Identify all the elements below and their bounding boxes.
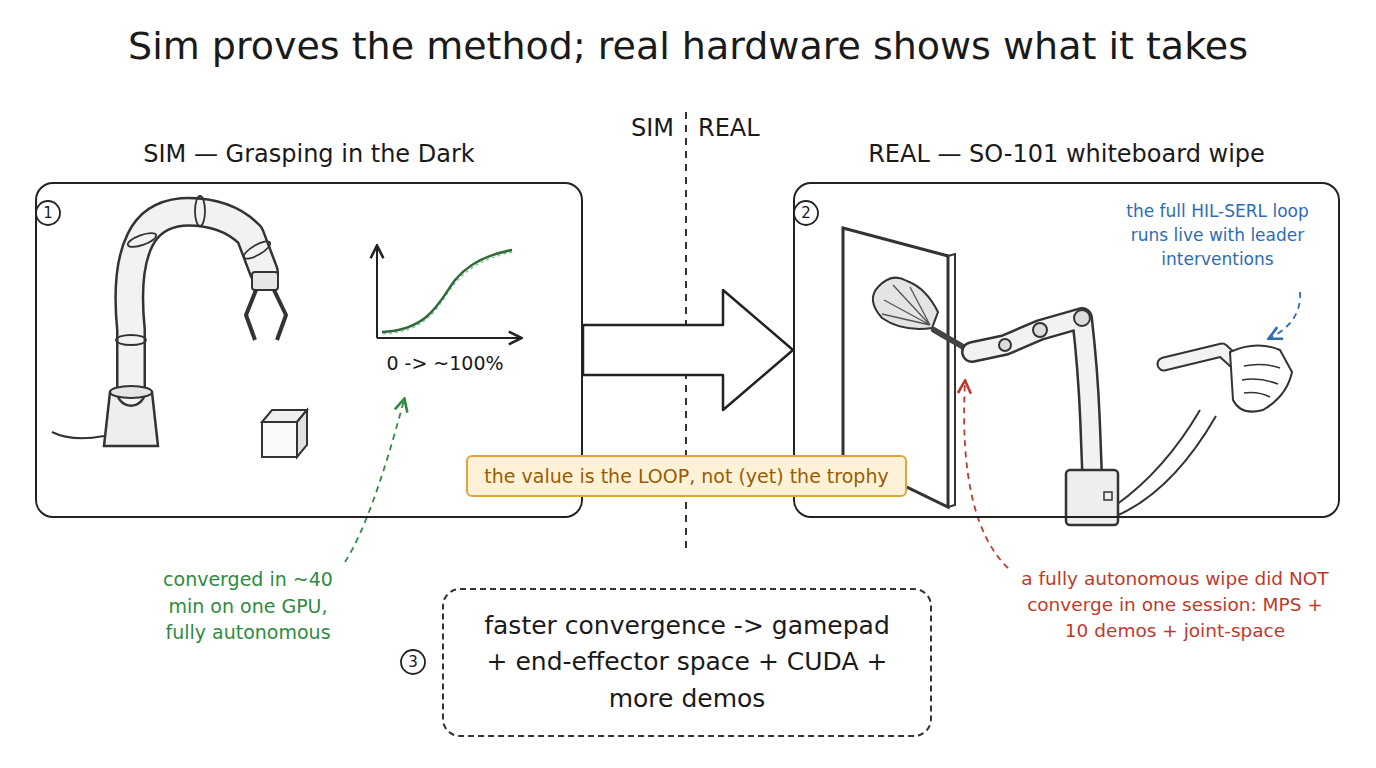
arm-joint [116, 335, 146, 345]
callout-number: 3 [401, 650, 425, 674]
leader-line [345, 400, 404, 562]
arm-link-outline [972, 318, 1092, 472]
box-text: the value is the LOOP, not (yet) the tro… [484, 465, 888, 487]
arm-joint [1033, 323, 1047, 337]
arm-joint [1074, 310, 1090, 326]
duster-feathers [882, 285, 930, 325]
leader-line [1270, 292, 1300, 338]
arm-link [972, 318, 1092, 472]
cube-face [297, 410, 307, 457]
gripper-finger [274, 290, 286, 340]
duster [873, 278, 972, 352]
callout-number: 2 [794, 201, 818, 225]
whiteboard-edge [948, 254, 955, 507]
cable [52, 432, 104, 438]
chart-axis [376, 247, 378, 338]
arm-port [1104, 492, 1112, 500]
box-text: faster convergence -> gamepad + end-effe… [484, 608, 890, 717]
arm-joint [999, 339, 1011, 351]
block-arrow [583, 290, 793, 410]
curve-trace [383, 252, 514, 334]
success-curve [382, 250, 512, 332]
section-label: SIM [596, 112, 674, 146]
leader-arm-hand [1164, 345, 1292, 411]
duster-head [873, 278, 938, 329]
gripper-finger [246, 290, 256, 340]
chart-axis [377, 337, 520, 339]
arm-base-top [110, 386, 152, 398]
sim-result-note: converged in ~40 min on one GPU, fully a… [148, 566, 348, 646]
loop-note: the full HIL-SERL loop runs live with le… [1110, 200, 1325, 271]
next-steps-box: faster convergence -> gamepad + end-effe… [442, 588, 932, 737]
panel-heading: REAL — SO-101 whiteboard wipe [795, 140, 1338, 168]
arm-joint [242, 238, 273, 262]
panel-heading: SIM — Grasping in the Dark [37, 140, 581, 168]
arm-joint [195, 196, 205, 226]
callout-circle [36, 201, 60, 225]
section-label: REAL [698, 112, 788, 146]
callout-number: 1 [36, 201, 60, 225]
sim-robot-arm [52, 196, 286, 446]
gripper-wrist [252, 272, 278, 290]
hand [1230, 345, 1292, 411]
arm-joint [126, 230, 158, 250]
hand-fingers [1242, 364, 1280, 397]
leader-line [964, 382, 1008, 568]
diagram-title: Sim proves the method; real hardware sho… [0, 24, 1376, 68]
axis-note: 0 -> ~100% [360, 350, 530, 377]
cable [1116, 416, 1216, 516]
arm-link-outline [129, 212, 264, 392]
callout-circle [401, 650, 425, 674]
cube [262, 410, 307, 457]
callout-circle [794, 201, 818, 225]
cube-face [262, 422, 297, 457]
arm-link [129, 212, 264, 392]
learning-curve-chart [377, 247, 520, 338]
so101-follower-arm [972, 310, 1216, 525]
real-result-note: a fully autonomous wipe did NOT converge… [1015, 566, 1335, 644]
takeaway-box: the value is the LOOP, not (yet) the tro… [466, 455, 907, 497]
